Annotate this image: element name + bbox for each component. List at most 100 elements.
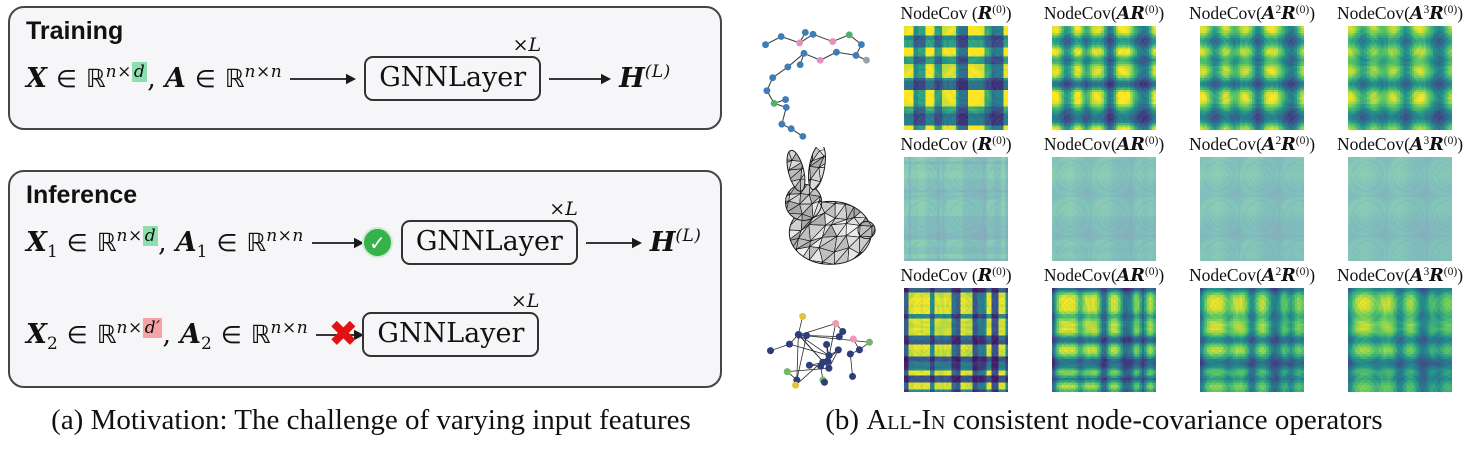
- reals-symbol: ℝ: [246, 228, 267, 257]
- close-paren: ): [1309, 134, 1316, 154]
- open-paren: (: [1256, 134, 1262, 154]
- flow-arrow-icon: [585, 234, 642, 252]
- check-icon: ✓: [361, 227, 393, 258]
- element-of-symbol: ∈: [220, 321, 242, 349]
- nodecov-function-name: NodeCov: [1336, 3, 1405, 23]
- inference-line-valid: X1∈ℝn×d,A1∈ℝn×n ✓ ×L GNNLayer H(L): [26, 198, 702, 265]
- superscript: n×n: [245, 62, 283, 82]
- covariance-row-2: NodeCov (R(0))NodeCov(AR(0))NodeCov(A2R(…: [750, 134, 1474, 265]
- math-variable: A: [180, 319, 201, 350]
- feature-dim-highlight-green: d: [142, 226, 159, 246]
- training-flow: X∈ℝn×d,A∈ℝn×n ×L GNNLayer H(L): [26, 34, 720, 101]
- gnn-layer-label: GNNLayer: [377, 318, 525, 349]
- times-L-label: ×L: [512, 34, 542, 56]
- nodecov-label: NodeCov (R(0)): [900, 134, 1011, 157]
- adjacency-power: 3: [1423, 135, 1430, 147]
- close-paren: ): [1005, 265, 1012, 285]
- nodecov-function-name: NodeCov: [900, 3, 968, 23]
- arrow-right-icon: [549, 73, 612, 84]
- feature-dim-highlight-green: d: [131, 62, 148, 82]
- heatmap-row3-col3: [1200, 288, 1304, 392]
- feature-matrix-superscript: (0): [1295, 135, 1310, 147]
- superscript: n×n: [266, 226, 304, 246]
- nodecov-label: NodeCov (R(0)): [900, 3, 1011, 26]
- nodecov-function-name: NodeCov: [1188, 265, 1257, 285]
- bunny-mesh-svg: [783, 146, 876, 265]
- inference-invalid-equation: X2∈ℝn×d′,A2∈ℝn×n: [26, 318, 308, 354]
- adjacency-matrix-symbol: A: [1409, 266, 1424, 286]
- reals-symbol: ℝ: [250, 320, 271, 349]
- element-of-symbol: ∈: [216, 229, 238, 257]
- superscript: (L): [675, 226, 701, 246]
- math-separator: ,: [147, 63, 156, 94]
- open-paren: (: [1110, 134, 1117, 154]
- feature-matrix-symbol: R: [977, 266, 993, 286]
- feature-matrix-symbol: R: [1281, 135, 1296, 155]
- open-paren: (: [1404, 265, 1410, 285]
- gnn-layer-box: GNNLayer: [400, 220, 578, 265]
- nodecov-cell: NodeCov(AR(0)): [1030, 265, 1178, 396]
- caption-b-method-name: All-In: [866, 404, 946, 436]
- covariance-row-3: NodeCov (R(0))NodeCov(AR(0))NodeCov(A2R(…: [750, 265, 1474, 396]
- feature-matrix-superscript: (0): [1144, 4, 1159, 16]
- caption-b-prefix: (b): [825, 404, 867, 436]
- feature-matrix-symbol: R: [1130, 135, 1145, 155]
- nodecov-label: NodeCov(AR(0)): [1044, 3, 1164, 26]
- reals-symbol: ℝ: [96, 228, 117, 257]
- superscript: n×d: [106, 62, 148, 82]
- chain-nodes: [762, 28, 870, 140]
- feature-matrix-symbol: R: [1429, 4, 1444, 24]
- heatmap-row2-col2: [1052, 157, 1156, 261]
- feature-matrix-superscript: (0): [1443, 4, 1458, 16]
- math-separator: ,: [162, 319, 172, 350]
- close-paren: ): [1158, 134, 1165, 154]
- open-paren: (: [967, 134, 978, 154]
- caption-b: (b) All-In consistent node-covariance op…: [742, 404, 1466, 437]
- gnn-layer-label: GNNLayer: [379, 62, 527, 93]
- math-variable: X: [26, 63, 47, 94]
- feature-matrix-superscript: (0): [992, 4, 1006, 16]
- arrow-right-icon: [290, 73, 357, 84]
- nodecov-function-name: NodeCov: [1043, 134, 1111, 154]
- math-sup-text: n×: [116, 318, 143, 338]
- close-paren: ): [1005, 134, 1012, 154]
- adjacency-matrix-symbol: A: [1261, 266, 1276, 286]
- nodecov-function-name: NodeCov: [900, 265, 968, 285]
- heatmap-row1-col2: [1052, 26, 1156, 130]
- heatmap-row2-col4: [1348, 157, 1452, 261]
- covariance-row-1: NodeCov (R(0)) NodeCov(AR(0)) NodeCov(A2R(…: [750, 3, 1474, 140]
- gnn-layer-box: GNNLayer: [362, 312, 540, 357]
- nodecov-cell: NodeCov (R(0)): [882, 134, 1030, 265]
- adjacency-matrix-symbol: A: [1116, 266, 1131, 286]
- output-symbol: H(L): [650, 226, 702, 258]
- nodecov-cell: NodeCov(A3R(0)): [1326, 3, 1474, 134]
- nodecov-function-name: NodeCov: [1188, 134, 1257, 154]
- bunny-mesh-triangles: [783, 146, 876, 264]
- subscript: 1: [47, 242, 58, 262]
- subscript: 2: [201, 334, 212, 354]
- panel-b: NodeCov (R(0))NodeCov(AR(0))NodeCov(A2R(…: [742, 0, 1478, 451]
- flow-arrow-icon: [549, 70, 612, 88]
- feature-matrix-superscript: (0): [1144, 266, 1159, 278]
- flow-arrow-icon: [290, 70, 357, 88]
- inference-title: Inference: [26, 181, 138, 209]
- nodecov-label: NodeCov(A3R(0)): [1337, 134, 1463, 157]
- math-separator: ,: [158, 227, 167, 258]
- feature-matrix-symbol: R: [1281, 4, 1296, 24]
- panel-a: Training X∈ℝn×d,A∈ℝn×n ×L GNNLayer H(L) …: [4, 0, 740, 451]
- caption-b-rest: consistent node-covariance operators: [945, 404, 1383, 436]
- nodecov-cell: NodeCov(A2R(0)): [1178, 3, 1326, 134]
- feature-matrix-superscript: (0): [1443, 266, 1458, 278]
- nodecov-label: NodeCov(A3R(0)): [1337, 265, 1463, 288]
- nodecov-function-name: NodeCov: [1336, 134, 1405, 154]
- element-of-symbol: ∈: [55, 65, 77, 93]
- network-nodes: [766, 312, 873, 389]
- path-graph: [750, 3, 882, 140]
- spring-network-graph: [750, 265, 882, 396]
- feature-matrix-superscript: (0): [992, 266, 1006, 278]
- nodecov-function-name: NodeCov: [1336, 265, 1405, 285]
- nodecov-label: NodeCov(A2R(0)): [1189, 134, 1315, 157]
- nodecov-label: NodeCov(A2R(0)): [1189, 265, 1315, 288]
- math-sup-text: (L): [675, 226, 702, 246]
- nodecov-cell: NodeCov(AR(0)): [1030, 3, 1178, 134]
